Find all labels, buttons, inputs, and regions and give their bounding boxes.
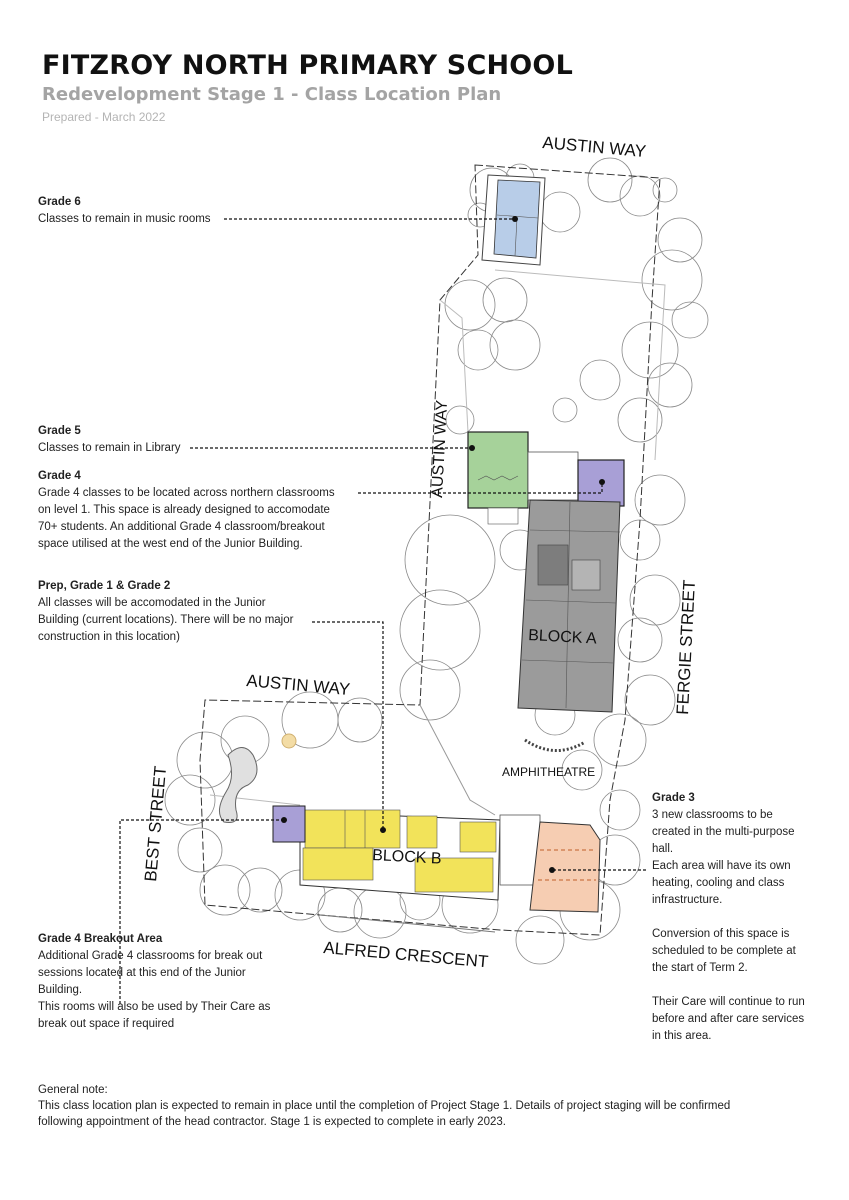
tree-canopy [404, 514, 496, 606]
grade6-note-body: Classes to remain in music rooms [38, 213, 211, 225]
tree-canopy [617, 397, 663, 443]
tree-canopy [593, 713, 647, 767]
tree-canopy [164, 774, 216, 826]
tree-canopy [482, 277, 528, 323]
block-a-label: BLOCK A [528, 627, 598, 648]
block-a-building [517, 499, 621, 713]
grade5-note-title: Grade 5 [38, 425, 81, 437]
tree-canopy [237, 867, 283, 913]
page-subtitle: Redevelopment Stage 1 - Class Location P… [42, 84, 502, 105]
breakout-note: Grade 4 Breakout Area Additional Grade 4… [38, 931, 270, 1033]
leader-lines [119, 218, 646, 1004]
austin-way-vertical-label: AUSTIN WAY [429, 399, 451, 498]
tree-canopy [657, 217, 703, 263]
grade5-note-body: Classes to remain in Library [38, 442, 181, 454]
tree-canopy [599, 789, 641, 831]
grade3-note: Grade 3 3 new classrooms to be created i… [652, 790, 805, 1045]
breakout-note-title: Grade 4 Breakout Area [38, 933, 163, 945]
best-street-label: BEST STREET [141, 765, 170, 882]
tree-canopy [629, 574, 681, 626]
grade3-note-body: 3 new classrooms to be created in the mu… [652, 809, 805, 1042]
grade3-note-title: Grade 3 [652, 792, 695, 804]
tree-canopy [515, 915, 565, 965]
tree-canopy [647, 362, 693, 408]
multi-purpose-hall [499, 814, 601, 913]
breakout-note-body: Additional Grade 4 classrooms for break … [38, 950, 271, 1030]
tree-canopy [671, 301, 709, 339]
prepared-date: Prepared - March 2022 [42, 110, 166, 124]
grade6-note-title: Grade 6 [38, 196, 81, 208]
tree-canopy [445, 405, 475, 435]
tree-canopy [587, 157, 633, 203]
tree-canopy [539, 191, 581, 233]
grade4-note-body: Grade 4 classes to be located across nor… [38, 487, 335, 550]
amphitheatre-shape [524, 738, 586, 752]
tree-canopy [399, 589, 481, 671]
grade4-note: Grade 4 Grade 4 classes to be located ac… [38, 468, 335, 553]
page-title: FITZROY NORTH PRIMARY SCHOOL [42, 50, 573, 81]
tree-canopy [579, 359, 621, 401]
tree-canopy [561, 749, 603, 791]
tree-canopy [337, 697, 383, 743]
tree-canopy [617, 617, 663, 663]
tree-canopy [624, 674, 676, 726]
tree-canopy [634, 474, 686, 526]
tree-canopy [489, 319, 541, 371]
prep-note: Prep, Grade 1 & Grade 2 All classes will… [38, 578, 293, 646]
tree-canopies [164, 157, 709, 965]
prep-note-body: All classes will be accomodated in the J… [38, 597, 294, 643]
tree-canopy [317, 887, 363, 933]
amphitheatre-label: AMPHITHEATRE [502, 765, 595, 779]
tree-canopy [641, 249, 703, 311]
block-b-label: BLOCK B [372, 847, 442, 868]
block-b-building [272, 805, 501, 901]
alfred-crescent-label: ALFRED CRESCENT [323, 938, 489, 971]
prep-note-title: Prep, Grade 1 & Grade 2 [38, 580, 171, 592]
fergie-street-label: FERGIE STREET [673, 579, 699, 715]
general-note-heading: General note: [38, 1084, 108, 1096]
leader-dots [281, 216, 605, 873]
tree-canopy [399, 659, 461, 721]
general-note: General note: This class location plan i… [38, 1082, 798, 1130]
library-building [467, 431, 625, 525]
grade6-note: Grade 6 Classes to remain in music rooms [38, 194, 211, 228]
tree-canopy [552, 397, 578, 423]
grade5-zone [467, 431, 529, 509]
grade5-note: Grade 5 Classes to remain in Library [38, 423, 181, 457]
tree-canopy [444, 279, 496, 331]
tree-canopy [621, 321, 679, 379]
tree-canopy [619, 175, 661, 217]
general-note-body: This class location plan is expected to … [38, 1100, 731, 1128]
tree-canopy [199, 864, 251, 916]
grade3-zone [529, 821, 601, 913]
tree-canopy [177, 827, 223, 873]
breakout-zone [272, 805, 306, 843]
tree-canopy [457, 329, 499, 371]
playground-equipment [219, 733, 297, 823]
tree-canopy [652, 177, 678, 203]
grade4-note-title: Grade 4 [38, 470, 81, 482]
austin-way-top-label: AUSTIN WAY [542, 133, 647, 161]
